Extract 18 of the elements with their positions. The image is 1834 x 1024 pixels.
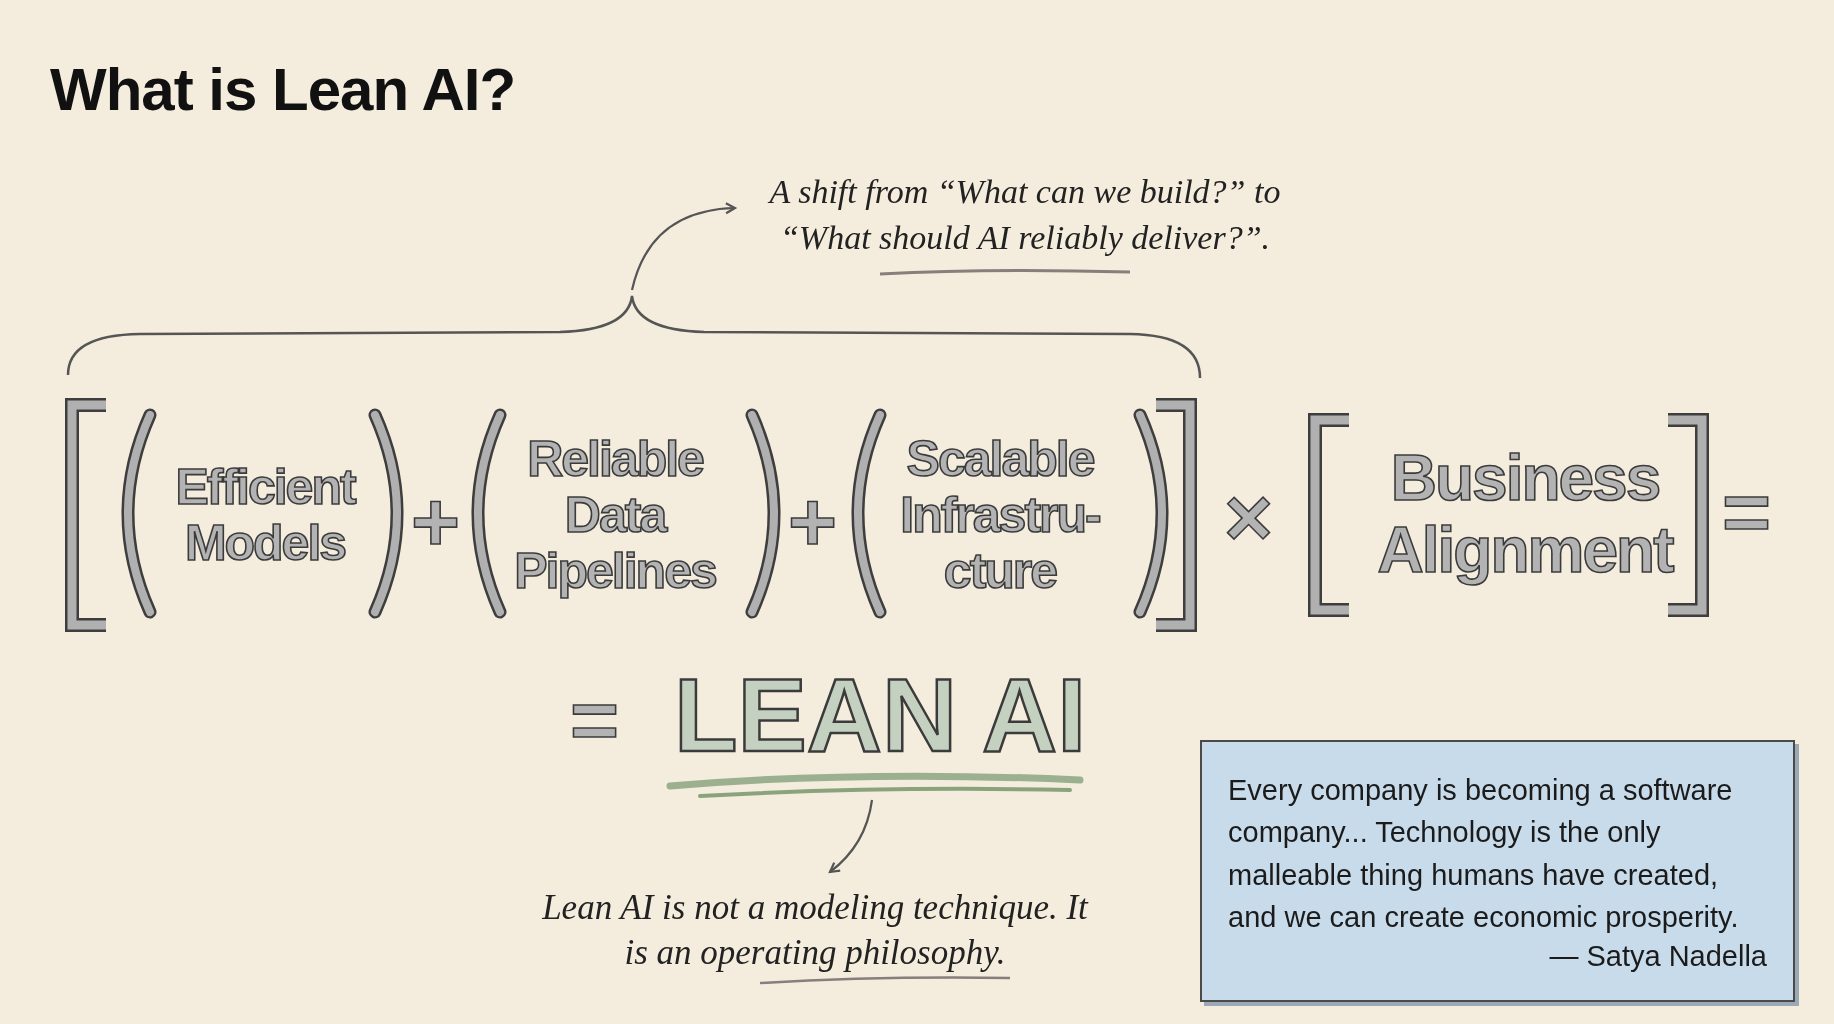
quote-text: Every company is becoming a software company... Technology is the only malleable thing humans have created, and we can create economic prosperity. <box>1228 773 1740 935</box>
equation-term: Efficient Models <box>165 440 365 590</box>
slide-title: What is Lean AI? <box>50 55 516 124</box>
handwritten-note: Lean AI is not a modeling technique. It is an operating philosophy. <box>535 875 1095 985</box>
plus-sign: + <box>788 480 838 564</box>
curly-brace <box>66 294 1202 379</box>
times-sign: × <box>1224 475 1274 559</box>
arrow <box>630 202 737 291</box>
equation-term: Business Alignment <box>1350 430 1700 600</box>
equation-term: Scalable Infrastru- cture <box>870 410 1130 620</box>
equals-sign: = <box>570 678 620 762</box>
handwritten-note: A shift from “What can we build?” to “What should AI reliably deliver?”. <box>740 165 1310 265</box>
arrow <box>828 799 874 874</box>
equation-term: Reliable Data Pipelines <box>490 410 740 620</box>
equals-sign: = <box>1722 470 1772 554</box>
plus-sign: + <box>411 480 461 564</box>
quote-attribution: — Satya Nadella <box>1548 939 1767 973</box>
result-text: LEAN AI <box>640 660 1120 770</box>
